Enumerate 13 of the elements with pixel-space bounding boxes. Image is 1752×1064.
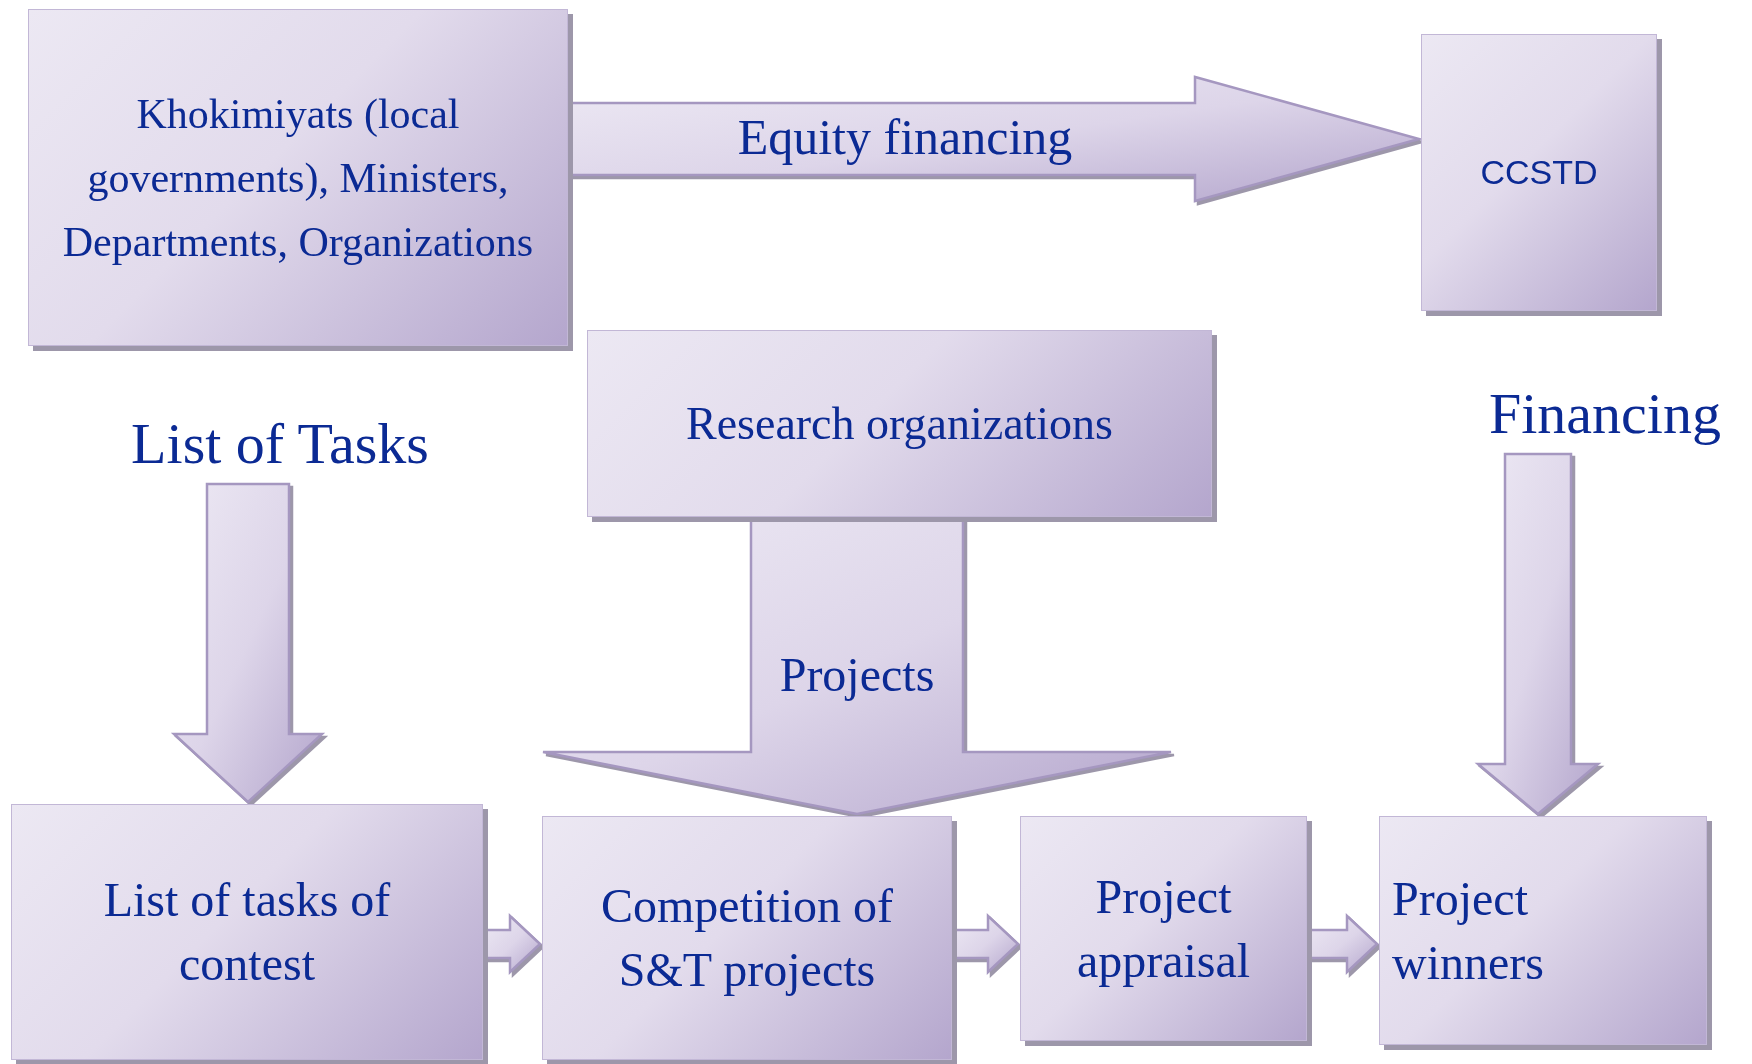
box-label: CCSTD: [1480, 152, 1598, 193]
box-label: Competition of S&T projects: [600, 878, 894, 998]
heading-text: Financing: [1465, 375, 1745, 451]
edge-label: Projects: [779, 647, 935, 703]
box-label: Project winners: [1392, 870, 1545, 991]
box-label: List of tasks of contest: [102, 872, 392, 992]
box-label: Project appraisal: [1075, 868, 1252, 989]
edge-label: Equity financing: [737, 107, 1073, 167]
block-arrow: [170, 482, 326, 804]
box-label: Research organizations: [685, 397, 1114, 451]
box-label: Khokimiyats (local governments), Ministers, Departments, Organizations: [61, 89, 535, 267]
heading-text: List of Tasks: [90, 405, 470, 481]
block-arrow: [1474, 452, 1602, 816]
